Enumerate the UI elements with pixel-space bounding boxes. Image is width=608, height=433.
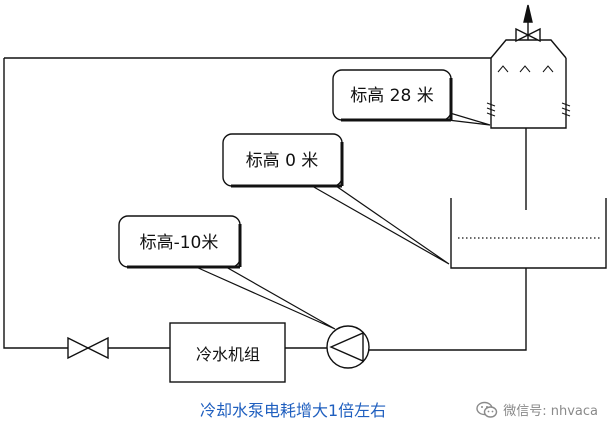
wechat-icon xyxy=(476,401,498,418)
louvre-ticks xyxy=(486,102,571,117)
pipe-left-return xyxy=(3,58,68,349)
callout-elevation-28-text: 标高 28 米 xyxy=(350,86,433,106)
callout-elevation-minus10: 标高-10米 xyxy=(118,215,336,330)
tower-body xyxy=(490,58,567,129)
valve xyxy=(67,336,109,360)
caption-text: 冷却水泵电耗增大1倍左右 xyxy=(200,401,387,420)
callout-elevation-0-text: 标高 0 米 xyxy=(246,151,319,171)
watermark-text: 微信号: nhvaca xyxy=(503,404,598,419)
basin xyxy=(450,198,607,269)
callout-elevation-28: 标高 28 米 xyxy=(332,69,491,126)
pump xyxy=(326,325,370,369)
spray-marks xyxy=(497,65,554,73)
pipe-loop xyxy=(3,57,527,351)
basin-walls xyxy=(450,198,607,269)
cooling-tower xyxy=(486,4,571,129)
chiller-box xyxy=(169,322,286,383)
callout-elevation-minus10-text: 标高-10米 xyxy=(140,233,219,253)
callout-elevation-0: 标高 0 米 xyxy=(222,133,450,265)
chiller-label: 冷水机组 xyxy=(196,345,260,364)
pipe-pump-basin xyxy=(369,268,527,351)
watermark: 微信号: nhvaca xyxy=(476,400,598,419)
tower-fan xyxy=(515,4,541,43)
tower-top xyxy=(490,39,567,59)
